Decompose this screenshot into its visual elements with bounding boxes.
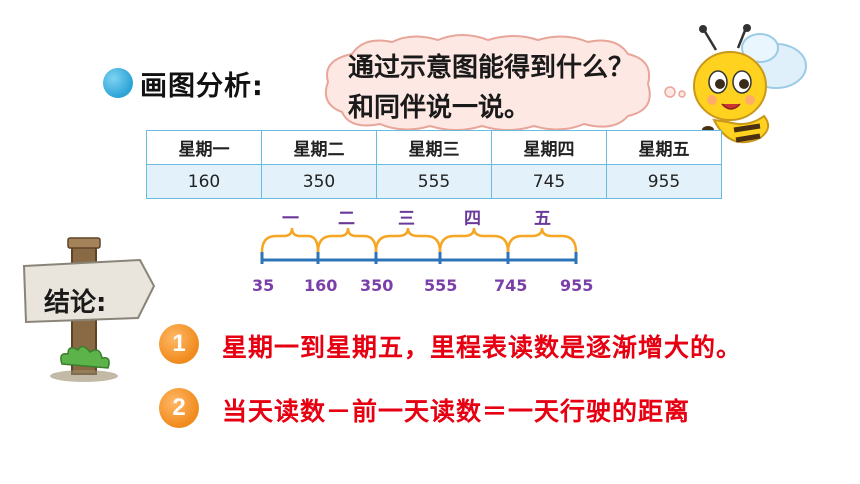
table-cell: 160 [146, 164, 262, 199]
cloud-shape-icon [324, 34, 651, 131]
tick-label: 160 [304, 276, 338, 295]
table-cell: 745 [491, 164, 607, 199]
tick-label: 350 [360, 276, 394, 295]
conclusion-text: 星期一到星期五，里程表读数是逐渐增大的。 [222, 333, 743, 362]
segment-label: 一 [282, 209, 299, 229]
bubble-tail-icon [664, 86, 686, 98]
table-header-cell: 星期一 [146, 130, 262, 165]
number-badge: 2 [159, 388, 199, 428]
table-header-cell: 星期五 [606, 130, 722, 165]
section-bullet-icon [103, 68, 133, 98]
signpost-icon [22, 237, 156, 382]
segment-label: 三 [398, 209, 415, 229]
number-badge: 1 [159, 324, 199, 364]
table-cell: 955 [606, 164, 722, 199]
conclusion-text: 当天读数－前一天读数＝一天行驶的距离 [222, 397, 691, 426]
number-line-graphic [260, 227, 578, 264]
tick-label: 555 [424, 276, 458, 295]
table-header-row: 星期一 星期二 星期三 星期四 星期五 [146, 130, 722, 165]
segment-label: 五 [534, 209, 551, 229]
conclusion-label: 结论: [44, 288, 107, 318]
tick-label: 35 [252, 276, 275, 295]
table-header-cell: 星期四 [491, 130, 607, 165]
table-cell: 350 [261, 164, 377, 199]
table-cell: 555 [376, 164, 492, 199]
bee-mascot-icon [693, 24, 807, 144]
segment-label: 四 [464, 209, 481, 229]
segment-label: 二 [338, 209, 355, 229]
tick-label: 955 [560, 276, 594, 295]
bubble-text: 通过示意图能得到什么？和同伴说一说。 [348, 53, 635, 123]
table-header-cell: 星期二 [261, 130, 377, 165]
mileage-table: 星期一 星期二 星期三 星期四 星期五 160 350 555 745 955 [146, 130, 722, 199]
tick-label: 745 [494, 276, 528, 295]
table-header-cell: 星期三 [376, 130, 492, 165]
number-line-diagram: 一 二 三 四 五 35 160 350 555 745 955 [240, 198, 620, 303]
thought-bubble: 通过示意图能得到什么？和同伴说一说。 [312, 32, 664, 132]
table-row: 160 350 555 745 955 [146, 164, 722, 199]
section-title: 画图分析: [140, 71, 264, 102]
